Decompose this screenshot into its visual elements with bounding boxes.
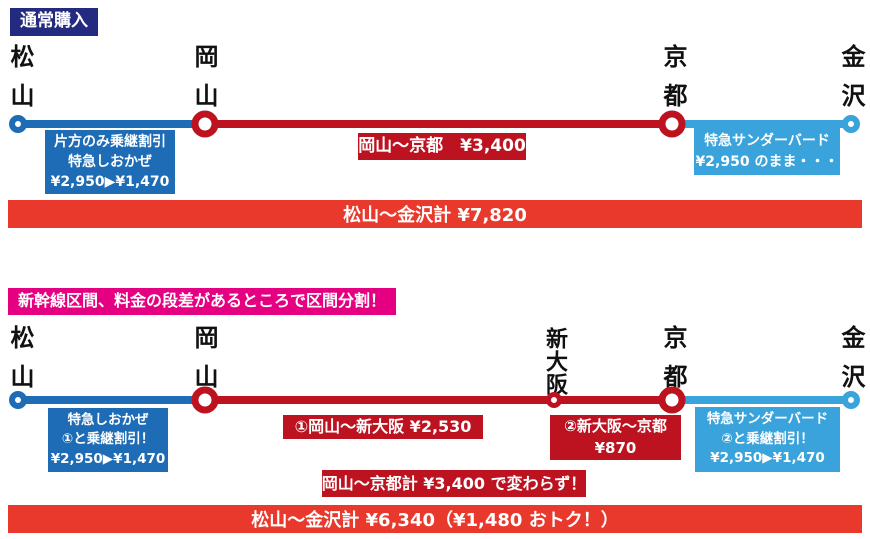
split-purchase-tag: 新幹線区間、料金の段差があるところで区間分割！ [8, 288, 397, 315]
station-dot-matsuyama-top [9, 115, 27, 133]
fare2-line2: ¥870 [594, 438, 637, 457]
station-dot-okayama-top [191, 110, 219, 138]
okayama-kyoto-fare-box: 岡山〜京都 ¥3,400 [358, 133, 526, 160]
total-banner-top: 松山〜金沢計 ¥7,820 [8, 200, 862, 228]
station-dot-kanazawa-bottom [842, 391, 860, 409]
station-dot-shin-osaka-bottom [546, 392, 562, 408]
shiokaze-discount-box-top: 片方のみ乗継割引 特急しおかぜ ¥2,950▶¥1,470 [45, 130, 175, 194]
rail-segment-thunderbird-top [672, 120, 851, 128]
station-label-okayama-top: 岡山 [190, 44, 218, 122]
thunderbird-line1: 特急サンダーバード [704, 133, 830, 150]
rail-segment-shiokaze-top [18, 120, 205, 128]
shiokaze-b-line1: 特急しおかぜ [67, 411, 149, 428]
thunderbird-b-line1: 特急サンダーバード [706, 411, 829, 428]
shiokaze-discount-line3: ¥2,950▶¥1,470 [50, 174, 170, 191]
station-label-matsuyama-top: 松山 [6, 44, 34, 122]
thunderbird-b-line3: ¥2,950▶¥1,470 [710, 450, 825, 467]
shiokaze-discount-box-bottom: 特急しおかぜ ①と乗継割引！ ¥2,950▶¥1,470 [48, 408, 168, 472]
rail-segment-shinkansen-top [205, 120, 672, 128]
station-dot-kanazawa-top [842, 115, 860, 133]
total-banner-bottom: 松山〜金沢計 ¥6,340（¥1,480 おトク！） [8, 505, 862, 533]
shiokaze-discount-line2: 特急しおかぜ [68, 153, 152, 170]
rail-segment-thunderbird-bottom [672, 396, 851, 404]
thunderbird-box-top: 特急サンダーバード ¥2,950 のまま・・・ [694, 128, 840, 175]
station-label-kanazawa-top: 金沢 [837, 44, 865, 122]
rail-segment-shiokaze-bottom [18, 396, 205, 404]
station-label-matsuyama-bottom: 松山 [6, 325, 34, 403]
normal-purchase-tag: 通常購入 [10, 8, 98, 36]
station-dot-matsuyama-bottom [9, 391, 27, 409]
shiokaze-discount-line1: 片方のみ乗継割引 [54, 133, 166, 150]
shin-osaka-kyoto-fare-box: ②新大阪〜京都 ¥870 [550, 415, 681, 460]
thunderbird-box-bottom: 特急サンダーバード ②と乗継割引！ ¥2,950▶¥1,470 [695, 407, 840, 472]
station-label-kyoto-top: 京都 [659, 44, 687, 122]
shiokaze-b-line3: ¥2,950▶¥1,470 [50, 450, 166, 467]
station-dot-kyoto-top [658, 110, 686, 138]
shiokaze-b-line2: ①と乗継割引！ [61, 431, 155, 448]
rail-segment-shinkansen-bottom [205, 396, 672, 404]
thunderbird-b-line2: ②と乗継割引！ [721, 430, 814, 447]
okayama-shin-osaka-fare-box: ①岡山〜新大阪 ¥2,530 [283, 415, 483, 439]
fare2-line1: ②新大阪〜京都 [564, 416, 667, 435]
station-label-kanazawa-bottom: 金沢 [837, 325, 865, 403]
station-label-shin-osaka-bottom: 新大阪 [542, 327, 567, 396]
station-dot-kyoto-bottom [658, 386, 686, 414]
unchanged-total-note-box: 岡山〜京都計 ¥3,400 で変わらず！ [322, 470, 586, 497]
station-dot-okayama-bottom [191, 386, 219, 414]
thunderbird-line2: ¥2,950 のまま・・・ [695, 153, 839, 170]
